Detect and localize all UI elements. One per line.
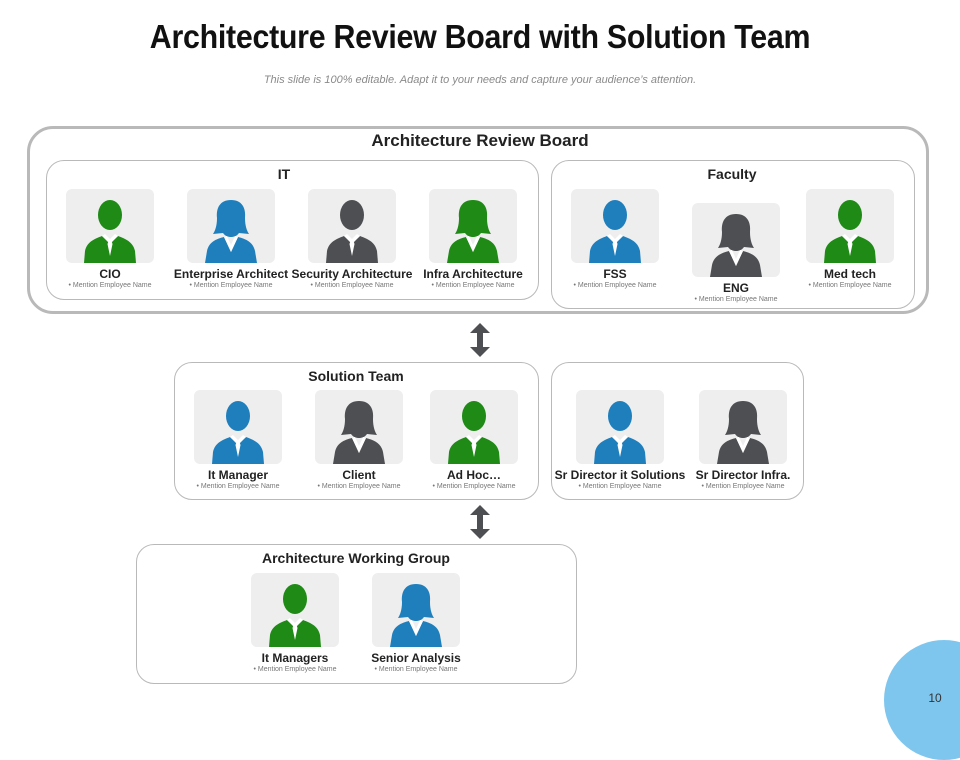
man-silhouette-icon [448,401,500,464]
person-card [372,573,460,647]
woman-silhouette-icon [333,401,385,464]
person-card [251,573,339,647]
employee-name-placeholder: • Mention Employee Name [694,296,778,303]
woman-silhouette-icon [447,200,499,263]
page-subtitle: This slide is 100% editable. Adapt it to… [263,74,697,86]
person-card [194,390,282,464]
man-silhouette-icon [326,200,378,263]
it-group-label: IT [277,166,291,182]
employee-name-placeholder: • Mention Employee Name [68,282,152,289]
person-card [806,189,894,263]
double-arrow-icon [470,505,490,539]
person-role: Security Architecture [291,267,413,281]
employee-name-placeholder: • Mention Employee Name [253,666,337,673]
woman-silhouette-icon [390,584,442,647]
working-group-label: Architecture Working Group [262,550,450,566]
employee-name-placeholder: • Mention Employee Name [431,282,515,289]
woman-silhouette-icon [205,200,257,263]
person-role: It Manager [207,468,268,482]
man-silhouette-icon [824,200,876,263]
employee-name-placeholder: • Mention Employee Name [374,666,458,673]
person-card [315,390,403,464]
man-silhouette-icon [84,200,136,263]
person-card [699,390,787,464]
person-role: ENG [722,281,749,295]
man-silhouette-icon [589,200,641,263]
solution-team-label: Solution Team [308,368,404,384]
employee-name-placeholder: • Mention Employee Name [196,483,280,490]
person-card [430,390,518,464]
person-role: FSS [603,267,627,281]
person-card [187,189,275,263]
person-card [571,189,659,263]
man-silhouette-icon [269,584,321,647]
person-card [692,203,780,277]
woman-silhouette-icon [717,401,769,464]
person-role: CIO [99,267,121,281]
employee-name-placeholder: • Mention Employee Name [317,483,401,490]
page-title: Architecture Review Board with Solution … [149,18,811,55]
person-role: Senior Analysis [371,651,461,665]
person-card [576,390,664,464]
person-role: Infra Architecture [423,267,523,281]
person-card [308,189,396,263]
person-role: Enterprise Architect [173,267,289,281]
person-role: Client [342,468,376,482]
person-role: Med tech [823,267,876,281]
person-role: It Managers [261,651,329,665]
employee-name-placeholder: • Mention Employee Name [189,282,273,289]
working-group [136,544,577,684]
board-label: Architecture Review Board [371,131,589,150]
man-silhouette-icon [212,401,264,464]
person-role: Ad Hoc… [447,468,501,482]
woman-silhouette-icon [710,214,762,277]
employee-name-placeholder: • Mention Employee Name [573,282,657,289]
double-arrow-icon [470,323,490,357]
page-number: 10 [928,691,942,705]
employee-name-placeholder: • Mention Employee Name [701,483,785,490]
man-silhouette-icon [594,401,646,464]
employee-name-placeholder: • Mention Employee Name [310,282,394,289]
employee-name-placeholder: • Mention Employee Name [808,282,892,289]
person-card [429,189,517,263]
faculty-group-label: Faculty [707,166,757,182]
person-role: Sr Director Infra. [695,468,791,482]
employee-name-placeholder: • Mention Employee Name [432,483,516,490]
person-role: Sr Director it Solutions [554,468,686,482]
employee-name-placeholder: • Mention Employee Name [578,483,662,490]
person-card [66,189,154,263]
